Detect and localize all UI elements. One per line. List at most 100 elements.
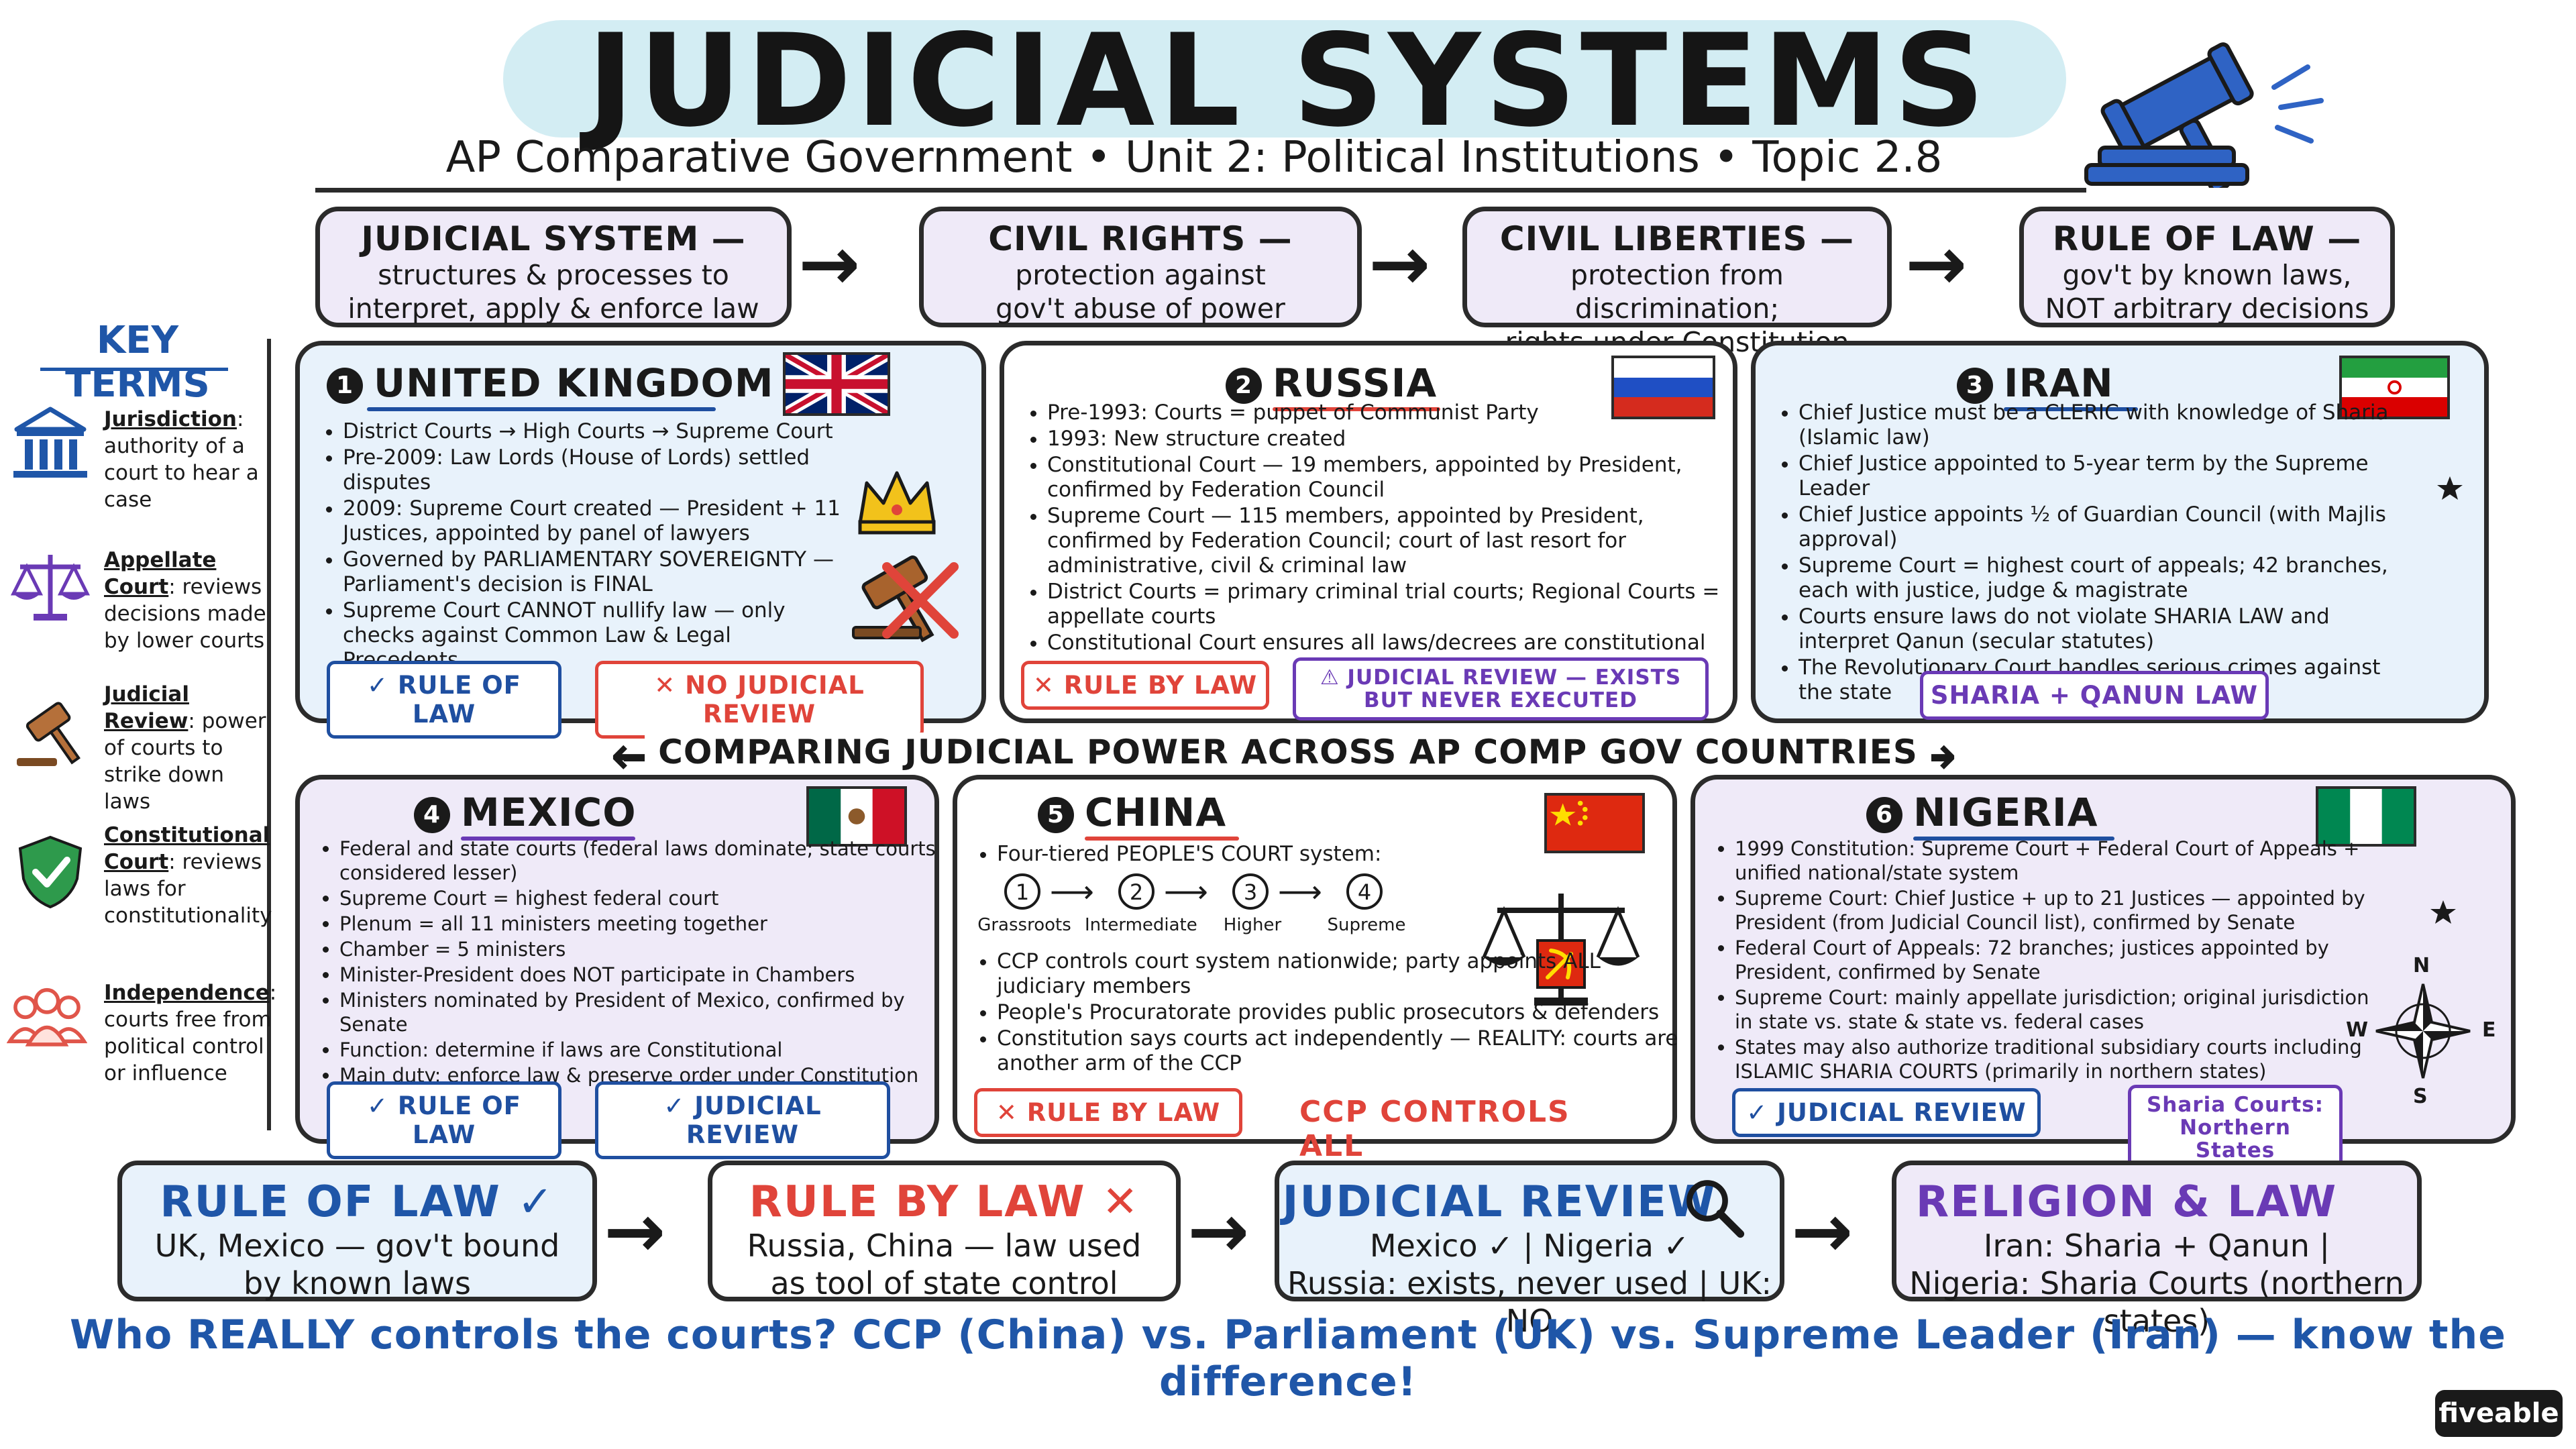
tag-sharia-qanun-law: SHARIA + QANUN LAW [1920,671,2269,720]
list-item: Supreme Court — 115 members, appointed b… [1047,504,1745,578]
term-definition: : reviews laws for constitutionality [104,850,272,928]
tag-judicial-review: ✓ JUDICIAL REVIEW [1732,1088,2041,1137]
tag-rule-by-law: ✕ RULE BY LAW [1021,661,1269,710]
term-name: Judicial Review [104,682,189,733]
arrow-right-icon: ⟶ [1278,873,1322,910]
tier-label: Higher [1223,915,1282,935]
key-term-independence: Independence: courts free from political… [104,979,276,1087]
country-number-badge: 2 [1226,367,1262,404]
term-name: Jurisdiction [104,407,237,431]
russia-facts-list: Pre-1993: Courts = puppet of Communist P… [1024,400,1745,657]
arrow-right-icon: ⟶ [1050,873,1094,910]
definition-rule-of-law: RULE OF LAW — gov't by known laws, NOT a… [2019,207,2395,327]
list-item: Supreme Court: Chief Justice + up to 21 … [1735,886,2375,934]
list-item: Federal and state courts (federal laws d… [339,837,950,885]
country-name: IRAN [2004,360,2114,406]
scales-hammer-sickle-icon [1482,894,1640,1006]
nigeria-flag-icon [2316,786,2416,847]
term-definition: : courts free from political control or … [104,981,277,1085]
gavel-icon [2084,42,2324,188]
iran-facts-list: Chief Justice must be a CLERIC with know… [1776,400,2409,706]
list-item: Governed by PARLIAMENTARY SOVEREIGNTY — … [343,547,853,597]
key-term-constitutional-court: Constitutional Court: reviews laws for c… [104,822,272,929]
page-title: JUDICIAL SYSTEMS [586,7,1990,155]
country-name: CHINA [1085,790,1227,835]
list-item: Chamber = 5 ministers [339,937,950,961]
tier-label: Intermediate [1085,915,1197,935]
summary-text: Iran: Sharia + Qanun | Nigeria: Sharia C… [1909,1228,2404,1339]
list-item: Plenum = all 11 ministers meeting togeth… [339,912,950,936]
crown-icon [858,471,936,535]
definition-heading: RULE OF LAW — [2052,219,2362,258]
key-terms-title: KEY TERMS [65,319,210,406]
nigeria-facts-list: 1999 Constitution: Supreme Court + Feder… [1712,837,2375,1085]
key-term-appellate-court: Appellate Court: reviews decisions made … [104,547,272,654]
title-highlight-band [503,20,2066,138]
china-tier-intro-list: Four-tiered PEOPLE'S COURT system: [974,842,1466,868]
tag-sharia-courts-northern-states: Sharia Courts: Northern States [2128,1085,2343,1171]
country-underline [1913,837,2114,841]
summary-heading: RELIGION & LAW [1915,1177,2338,1227]
tag-no-judicial-review: ✕ NO JUDICIAL REVIEW [595,661,924,739]
arrow-right-icon: → [798,221,861,307]
term-name: Constitutional Court [104,823,270,874]
tier-label: Grassroots [977,915,1071,935]
summary-religion-law: RELIGION & LAW Iran: Sharia + Qanun | Ni… [1892,1161,2422,1339]
list-item: Courts ensure laws do not violate SHARIA… [1799,604,2409,654]
definition-heading: CIVIL LIBERTIES — [1499,219,1855,258]
term-name: Independence [104,981,270,1005]
country-underline [367,407,716,411]
tag-rule-of-law: ✓ RULE OF LAW [327,1081,561,1159]
tag-judicial-review: ✓ JUDICIAL REVIEW [595,1081,890,1159]
country-underline [461,837,635,841]
arrow-right-icon: → [1905,221,1968,307]
shield-check-icon [18,835,83,909]
tier-label: Supreme [1327,915,1406,935]
key-terms-underline [40,368,228,371]
term-definition: : authority of a court to hear a case [104,407,259,512]
mexico-facts-list: Federal and state courts (federal laws d… [317,837,950,1089]
compass-north-label: N [2413,954,2430,977]
list-item: Function: determine if laws are Constitu… [339,1038,950,1062]
people-icon [7,987,87,1046]
crescent-star-icon [2390,873,2456,947]
list-item: Chief Justice appointed to 5-year term b… [1799,451,2409,501]
ccp-controls-all-label: CCP CONTROLS ALL [1299,1095,1570,1163]
list-item: People's Procuratorate provides public p… [997,1000,1688,1025]
country-name: UNITED KINGDOM [374,360,774,406]
term-definition: : reviews decisions made by lower courts [104,575,266,653]
summary-heading: RULE OF LAW ✓ [160,1177,555,1227]
summary-text: Russia, China — law used as tool of stat… [747,1228,1142,1301]
list-item: Ministers nominated by President of Mexi… [339,988,950,1036]
list-item: Constitutional Court — 19 members, appoi… [1047,453,1745,502]
header-divider [315,188,2086,193]
tier-number: 2 [1118,873,1155,910]
summary-heading: JUDICIAL REVIEW [1282,1177,1717,1227]
summary-judicial-review: JUDICIAL REVIEW Mexico ✓ | Nigeria ✓ Rus… [1275,1161,1784,1339]
key-term-jurisdiction: Jurisdiction: authority of a court to he… [104,406,272,513]
country-underline [2004,407,2138,411]
country-number-badge: 6 [1866,796,1902,833]
country-number-badge: 4 [414,796,450,833]
tier-number: 4 [1346,873,1383,910]
tag-rule-of-law: ✓ RULE OF LAW [327,661,561,739]
definition-text: protection against gov't abuse of power [996,259,1285,325]
summary-text: Mexico ✓ | Nigeria ✓ Russia: exists, nev… [1287,1228,1772,1339]
country-name: NIGERIA [1913,790,2098,835]
list-item: Pre-1993: Courts = puppet of Communist P… [1047,400,1745,425]
definition-civil-rights: CIVIL RIGHTS — protection against gov't … [919,207,1362,327]
list-item: Four-tiered PEOPLE'S COURT system: [997,842,1466,867]
compass-east-label: E [2482,1018,2496,1042]
arrow-right-icon: → [604,1188,666,1274]
definition-judicial-system: JUDICIAL SYSTEM — structures & processes… [315,207,792,327]
court-tier-diagram: 1 ⟶ 2 ⟶ 3 ⟶ 4 Grassroots Intermediate Hi… [971,873,1454,941]
list-item: Minister-President does NOT participate … [339,963,950,987]
list-item: Chief Justice must be a CLERIC with know… [1799,400,2409,450]
term-definition: : power of courts to strike down laws [104,709,266,814]
key-term-judicial-review: Judicial Review: power of courts to stri… [104,681,272,815]
